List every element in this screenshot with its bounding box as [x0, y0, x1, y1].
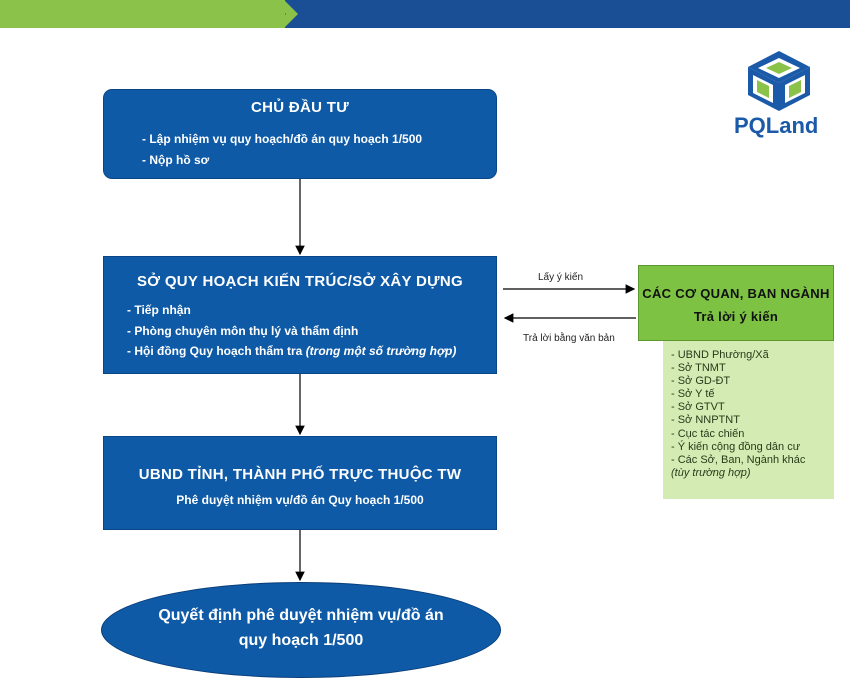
agencies-list: - UBND Phường/Xã - Sở TNMT - Sở GD-ĐT - … [663, 341, 834, 499]
chevron-decoration-icon [250, 0, 298, 28]
agency-list-note: (tùy trường hợp) [671, 466, 751, 479]
request-opinion-label: Lấy ý kiến [538, 272, 584, 283]
agency-list-item: - Sở GTVT [671, 401, 725, 414]
investor-item: - Nộp hồ sơ [142, 153, 210, 167]
agency-list-item: - Ý kiến cộng đồng dân cư [671, 440, 801, 453]
agencies-title: CÁC CƠ QUAN, BAN NGÀNH [642, 286, 830, 301]
investor-item: - Lập nhiệm vụ quy hoạch/đồ án quy hoạch… [142, 132, 423, 146]
planning-department-item: - Hội đồng Quy hoạch thẩm tra (trong một… [127, 344, 456, 358]
agency-list-item: - Sở Y tế [671, 388, 715, 401]
provincial-committee-subtitle: Phê duyệt nhiệm vụ/đồ án Quy hoạch 1/500 [176, 493, 424, 507]
planning-department-item-note: (trong một số trường hợp) [305, 344, 457, 358]
planning-department-title: SỞ QUY HOẠCH KIẾN TRÚC/SỞ XÂY DỰNG [136, 273, 464, 290]
top-banner-green-band [0, 0, 285, 28]
agency-list-item: - Sở NNPTNT [671, 414, 740, 427]
investor-title: CHỦ ĐẦU TƯ [251, 99, 349, 116]
agencies-box: CÁC CƠ QUAN, BAN NGÀNH Trả lời ý kiến [638, 265, 834, 341]
investor-box: CHỦ ĐẦU TƯ - Lập nhiệm vụ quy hoạch/đồ á… [103, 89, 497, 179]
planning-department-item: - Phòng chuyên môn thụ lý và thẩm định [127, 324, 359, 338]
reply-document-label: Trả lời bằng văn bản [523, 333, 615, 344]
agency-list-item: - Sở TNMT [671, 362, 726, 375]
provincial-committee-title: UBND TỈNH, THÀNH PHỐ TRỰC THUỘC TW [138, 466, 462, 483]
agency-list-item: - Cục tác chiến [671, 427, 745, 440]
agencies-subtitle: Trả lời ý kiến [693, 309, 779, 324]
pqland-cube-logo-icon [748, 51, 810, 111]
approval-decision-line1: Quyết định phê duyệt nhiệm vụ/đồ án [158, 607, 444, 624]
agency-list-item: - UBND Phường/Xã [671, 349, 769, 361]
agency-list-item: - Các Sở, Ban, Ngành khác [671, 453, 806, 466]
approval-decision-oval: Quyết định phê duyệt nhiệm vụ/đồ án quy … [101, 582, 501, 678]
planning-department-item: - Tiếp nhận [127, 303, 191, 317]
approval-decision-line2: quy hoạch 1/500 [238, 632, 364, 649]
planning-department-item-text: - Hội đồng Quy hoạch thẩm tra [127, 344, 303, 358]
planning-department-box: SỞ QUY HOẠCH KIẾN TRÚC/SỞ XÂY DỰNG - Tiế… [103, 256, 497, 374]
logo-text: PQLand [734, 113, 819, 138]
top-banner [0, 0, 850, 28]
provincial-committee-box: UBND TỈNH, THÀNH PHỐ TRỰC THUỘC TW Phê d… [103, 436, 497, 530]
agency-list-item: - Sở GD-ĐT [671, 375, 731, 388]
